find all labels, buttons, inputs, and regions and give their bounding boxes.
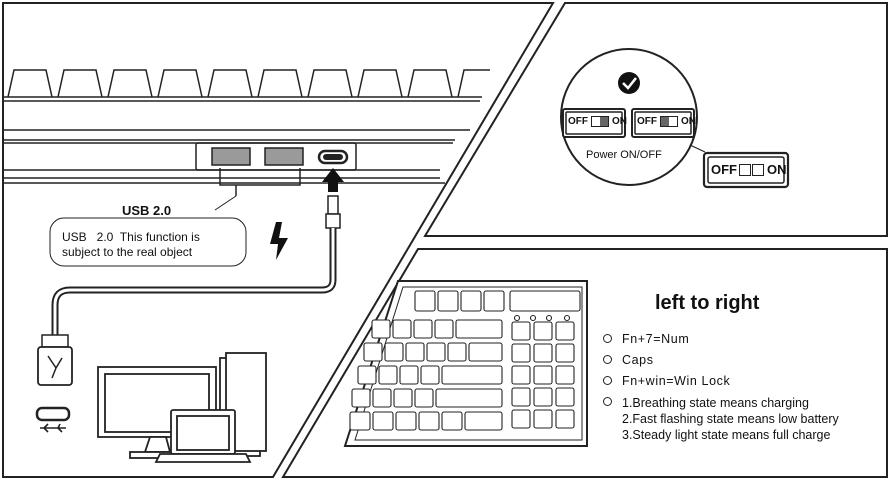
switch-slider-on	[591, 116, 609, 127]
usb-cable	[35, 195, 341, 433]
switch-on-label: ON	[681, 116, 696, 127]
left-panel-frame	[2, 2, 555, 478]
bullet-icon	[603, 397, 612, 406]
power-switch-off-state: OFF ON	[637, 116, 696, 127]
bullet-icon	[603, 376, 612, 385]
bullet-icon	[603, 355, 612, 364]
indicator-window	[509, 290, 581, 312]
switch-slot	[739, 163, 751, 176]
switch-off-label: OFF	[637, 116, 657, 127]
usb-note-line-2: subject to the real object	[62, 244, 193, 259]
keyboard-keys	[349, 290, 581, 431]
usb-icon	[40, 423, 66, 433]
indicator-item: Fn+7=Num	[603, 332, 839, 346]
battery-line: 3.Steady light state means full charge	[622, 428, 831, 442]
note-bubble	[49, 217, 247, 267]
indicator-item-label: Fn+7=Num	[622, 332, 690, 346]
keycap-row	[3, 69, 490, 102]
switch-slot	[752, 163, 764, 176]
check-icon	[618, 72, 640, 94]
usb-label: USB 2.0	[122, 203, 172, 218]
keyboard-top-view	[343, 280, 588, 447]
bullet-icon	[603, 334, 612, 343]
usb-c-symbol	[35, 406, 71, 422]
battery-line: 1.Breathing state means charging	[622, 396, 809, 410]
usb-note: USB 2.0 This function is subject to the …	[62, 230, 200, 259]
port-bay	[195, 142, 357, 171]
indicator-title: left to right	[655, 292, 760, 314]
lightning-icon	[270, 222, 288, 260]
usb-bracket	[219, 168, 301, 186]
indicator-item-label: Caps	[622, 353, 654, 367]
indicator-item-label: Fn+win=Win Lock	[622, 374, 731, 388]
battery-line: 2.Fast flashing state means low battery	[622, 412, 839, 426]
arrow-up-icon	[322, 168, 344, 192]
switch-on-label: ON	[767, 162, 787, 177]
battery-states: 1.Breathing state means charging 2.Fast …	[622, 395, 839, 443]
power-switch-detail: OFF ON	[711, 162, 787, 177]
power-switch-zoom	[560, 48, 790, 189]
usb-note-line-1: USB 2.0 This function is	[62, 230, 200, 244]
usb-port-2	[264, 147, 304, 166]
keyboard-side-view	[3, 69, 490, 196]
usb-port-1	[211, 147, 251, 166]
computer-illustration	[97, 352, 267, 463]
indicator-list: Fn+7=Num Caps Fn+win=Win Lock 1.Breathin…	[603, 332, 839, 450]
switch-off-label: OFF	[568, 116, 588, 127]
switch-on-label: ON	[612, 116, 627, 127]
indicator-item: Fn+win=Win Lock	[603, 374, 839, 388]
bottom-right-panel-frame	[281, 248, 888, 478]
indicator-item-battery: 1.Breathing state means charging 2.Fast …	[603, 395, 839, 443]
switch-off-label: OFF	[711, 162, 737, 177]
switch-slider-off	[660, 116, 678, 127]
usb-ports	[211, 147, 349, 166]
power-switch-on-state: OFF ON	[568, 116, 627, 127]
power-label: Power ON/OFF	[586, 149, 662, 161]
top-right-panel-frame	[423, 2, 888, 237]
indicator-item: Caps	[603, 353, 839, 367]
